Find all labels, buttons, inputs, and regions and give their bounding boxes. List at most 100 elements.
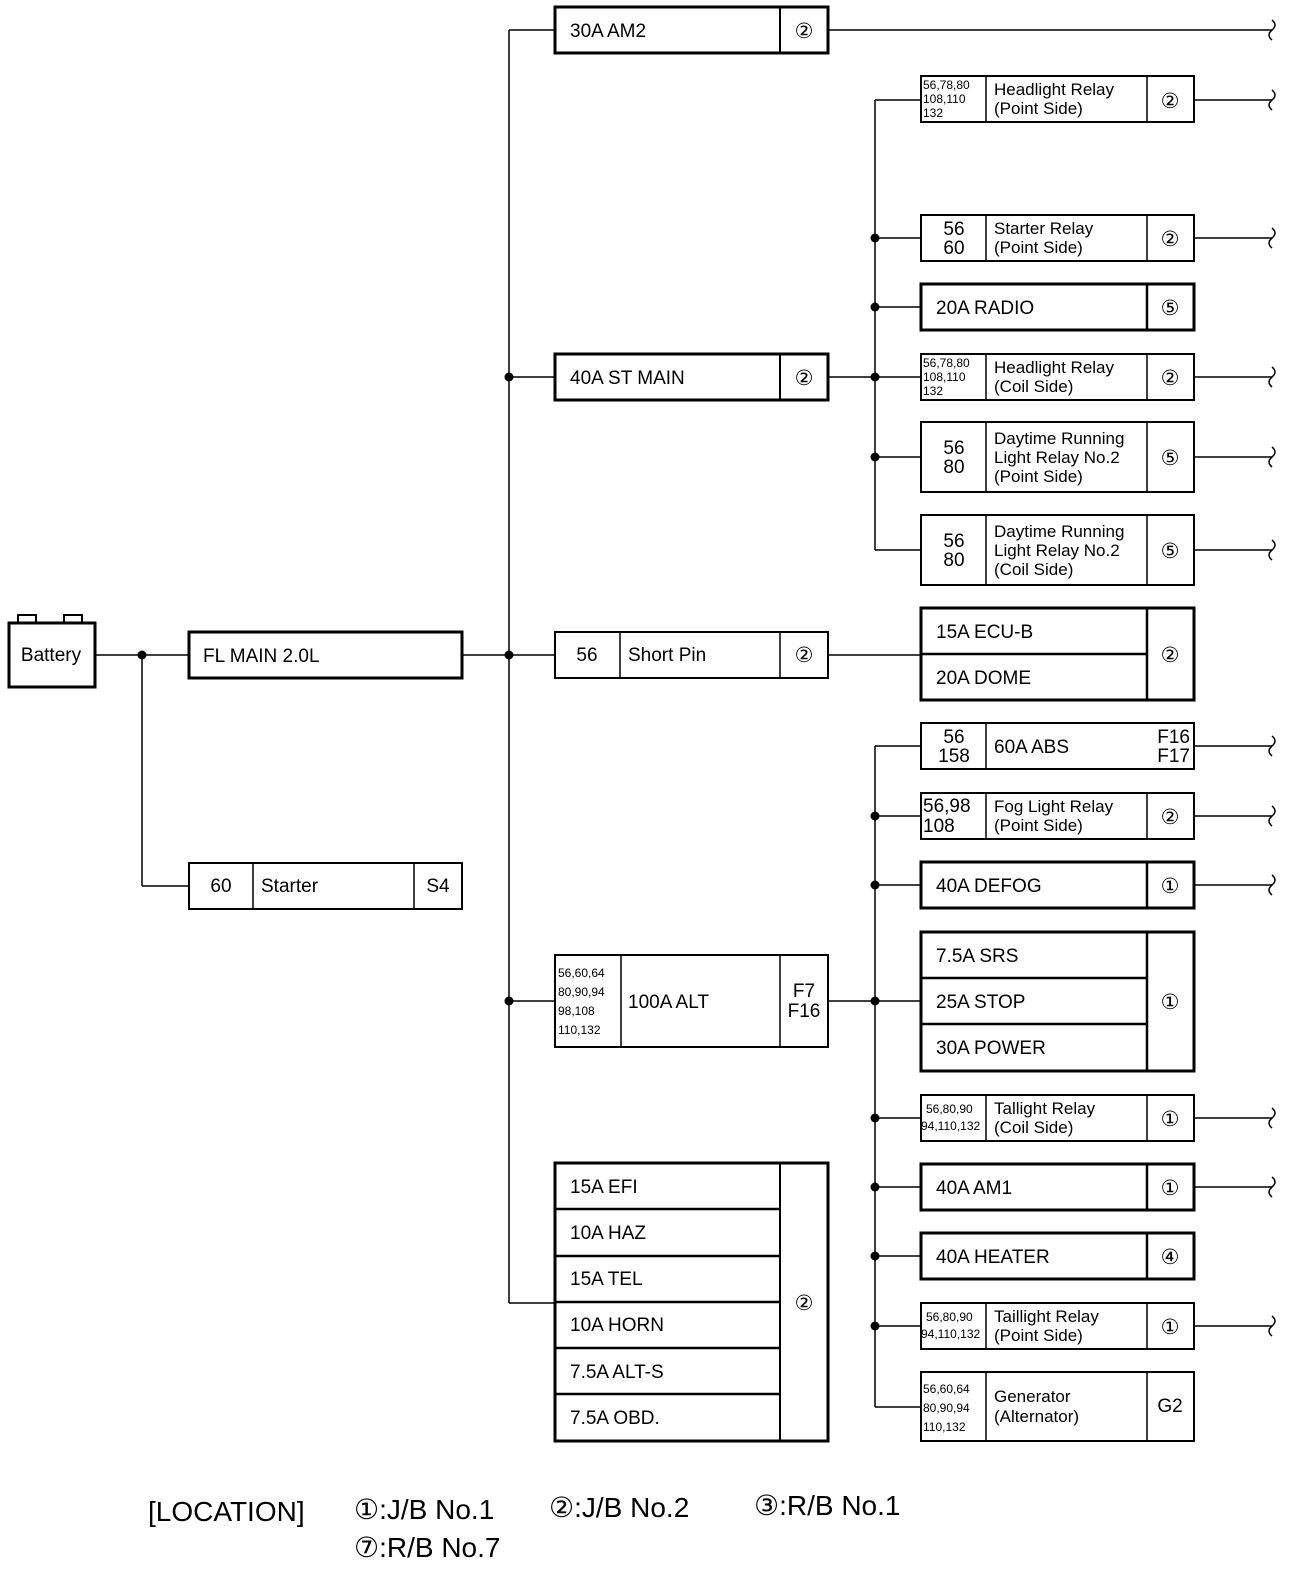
radio-label: 20A RADIO	[936, 298, 1034, 319]
st-main-fuse: 40A ST MAIN ②	[553, 352, 830, 402]
short-pin-num: 56	[576, 645, 597, 666]
drl-coil-num-1: 56	[943, 531, 964, 552]
starter-relay-num-1: 56	[943, 219, 964, 240]
alt-conn-1: F7	[793, 981, 815, 1002]
drl-relay-point: 56 80 Daytime Running Light Relay No.2 (…	[920, 421, 1195, 493]
generator-box: 56,60,64 80,90,94 110,132 Generator (Alt…	[920, 1371, 1195, 1442]
st-main-location: ②	[795, 367, 814, 390]
tail-coil-line-2: (Coil Side)	[994, 1118, 1073, 1137]
fog-num-2: 108	[923, 816, 955, 837]
legend-item-rb1: ③:R/B No.1	[754, 1490, 900, 1521]
fog-num-1: 56,98	[923, 796, 971, 817]
junction-dots	[137, 233, 880, 1331]
fuse-obd: 7.5A OBD.	[570, 1408, 660, 1429]
legend-item-jb1: ①:J/B No.1	[354, 1494, 494, 1525]
fuse-haz: 10A HAZ	[570, 1223, 646, 1244]
alt-fuse-box: 56,60,64 80,90,94 98,108 110,132 100A AL…	[554, 954, 829, 1048]
wires	[95, 29, 1272, 1408]
st-main-label: 40A ST MAIN	[570, 368, 685, 389]
short-pin-location: ②	[795, 644, 814, 667]
short-pin-label: Short Pin	[628, 645, 706, 666]
radio-fuse: 20A RADIO ⑤	[919, 282, 1196, 332]
fuse-tel: 15A TEL	[570, 1269, 643, 1290]
generator-num-2: 80,90,94	[923, 1401, 970, 1415]
alt-label: 100A ALT	[628, 992, 709, 1013]
starter-relay-num-2: 60	[943, 238, 964, 259]
drl-coil-line-1: Daytime Running	[994, 522, 1124, 541]
tail-coil-line-1: Tallight Relay	[994, 1099, 1096, 1118]
fog-light-relay-point: 56,98 108 Fog Light Relay (Point Side) ②	[920, 792, 1195, 840]
generator-conn: G2	[1157, 1396, 1182, 1417]
abs-num-1: 56	[943, 727, 964, 748]
hl-point-line-1: Headlight Relay	[994, 80, 1115, 99]
starter-conn: S4	[426, 876, 450, 897]
drl-point-num-2: 80	[943, 457, 964, 478]
am2-location: ②	[795, 20, 814, 43]
hl-coil-line-2: (Coil Side)	[994, 377, 1073, 396]
drl-point-line-3: (Point Side)	[994, 467, 1083, 486]
short-pin-box: 56 Short Pin ②	[554, 631, 829, 679]
hl-point-num-2: 108,110	[923, 92, 966, 106]
am1-location: ①	[1161, 1177, 1180, 1200]
fuse-srs: 7.5A SRS	[936, 946, 1018, 967]
hl-coil-line-1: Headlight Relay	[994, 358, 1115, 377]
battery: Battery	[7, 614, 97, 689]
fuse-ecu-b: 15A ECU-B	[936, 622, 1033, 643]
headlight-relay-coil: 56,78,80 108,110 132 Headlight Relay (Co…	[920, 353, 1195, 401]
fl-main-fuse: FL MAIN 2.0L	[187, 630, 464, 680]
drl-point-line-2: Light Relay No.2	[994, 448, 1120, 467]
fuse-alt-s: 7.5A ALT-S	[570, 1362, 664, 1383]
tail-coil-num-2: 94,110,132	[921, 1119, 980, 1133]
tail-point-line-1: Taillight Relay	[994, 1307, 1099, 1326]
srs-stop-power-group: 7.5A SRS 25A STOP 30A POWER ①	[919, 930, 1196, 1073]
fog-location: ②	[1161, 806, 1180, 829]
drl-coil-num-2: 80	[943, 550, 964, 571]
tail-point-num-1: 56,80,90	[926, 1310, 973, 1324]
fog-line-2: (Point Side)	[994, 816, 1083, 835]
legend-title: [LOCATION]	[148, 1496, 305, 1527]
battery-label: Battery	[21, 645, 82, 666]
drl-coil-location: ⑤	[1161, 540, 1180, 563]
starter-relay-location: ②	[1161, 228, 1180, 251]
headlight-relay-point: 56,78,80 108,110 132 Headlight Relay (Po…	[920, 75, 1195, 123]
fuse-stop: 25A STOP	[936, 992, 1025, 1013]
drl-relay-coil: 56 80 Daytime Running Light Relay No.2 (…	[920, 514, 1195, 586]
drl-point-line-1: Daytime Running	[994, 429, 1124, 448]
starter-relay-point: 56 60 Starter Relay (Point Side) ②	[920, 214, 1195, 262]
alt-num-3: 98,108	[558, 1004, 595, 1018]
fl-main-label: FL MAIN 2.0L	[203, 646, 320, 667]
srs-group-location: ①	[1161, 991, 1180, 1014]
hl-point-num-3: 132	[923, 106, 943, 120]
hl-coil-location: ②	[1161, 367, 1180, 390]
drl-coil-line-3: (Coil Side)	[994, 560, 1073, 579]
drl-point-location: ⑤	[1161, 447, 1180, 470]
abs-num-2: 158	[938, 746, 970, 767]
alt-conn-2: F16	[788, 1001, 821, 1022]
starter-label: Starter	[261, 876, 319, 897]
fuse-group-location: ②	[795, 1292, 814, 1315]
starter-relay-line-1: Starter Relay	[994, 219, 1094, 238]
ecu-b-dome-group: 15A ECU-B 20A DOME ②	[919, 606, 1196, 702]
starter-box: 60 Starter S4	[188, 862, 463, 910]
heater-label: 40A HEATER	[936, 1247, 1050, 1268]
alt-num-4: 110,132	[558, 1023, 601, 1037]
abs-label: 60A ABS	[994, 737, 1069, 758]
tail-point-num-2: 94,110,132	[921, 1327, 980, 1341]
tail-point-line-2: (Point Side)	[994, 1326, 1083, 1345]
fuse-dome: 20A DOME	[936, 668, 1031, 689]
hl-point-location: ②	[1161, 90, 1180, 113]
fuse-efi: 15A EFI	[570, 1177, 638, 1198]
legend-item-rb7: ⑦:R/B No.7	[354, 1532, 500, 1563]
fuse-power: 30A POWER	[936, 1038, 1046, 1059]
taillight-relay-point: 56,80,90 94,110,132 Taillight Relay (Poi…	[920, 1302, 1195, 1350]
radio-location: ⑤	[1161, 297, 1180, 320]
fog-line-1: Fog Light Relay	[994, 797, 1114, 816]
generator-num-3: 110,132	[923, 1420, 966, 1434]
fuse-horn: 10A HORN	[570, 1315, 664, 1336]
tail-coil-location: ①	[1161, 1108, 1180, 1131]
defog-fuse: 40A DEFOG ①	[919, 860, 1196, 910]
ecu-b-group-location: ②	[1161, 644, 1180, 667]
location-legend: [LOCATION] ①:J/B No.1 ②:J/B No.2 ③:R/B N…	[148, 1490, 900, 1563]
starter-num: 60	[210, 876, 231, 897]
